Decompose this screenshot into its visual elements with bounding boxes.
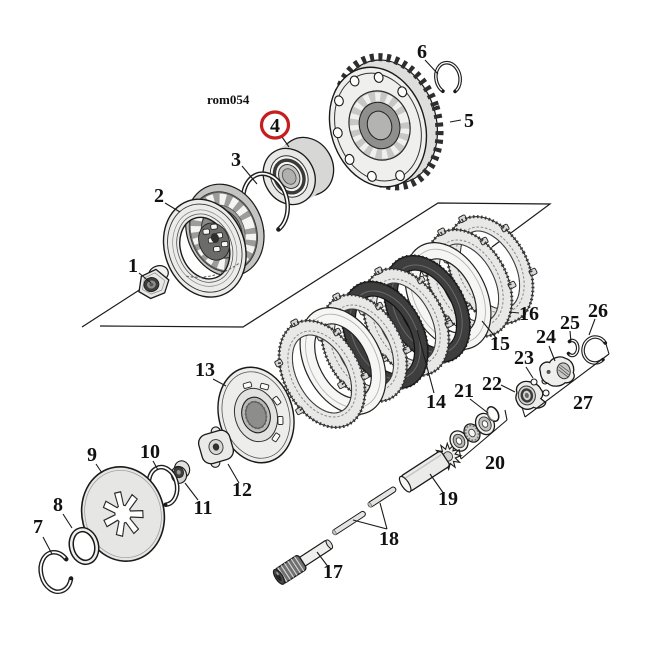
part-label-25: 25 [560,312,580,334]
leader-12 [227,463,240,484]
part-label-10: 10 [140,441,160,463]
shell-bolt-holes [332,71,408,182]
part-12-release-plate [197,426,235,468]
leader-19 [429,473,445,495]
part-label-1: 1 [128,255,138,277]
part-label-8: 8 [53,494,63,516]
part-label-6: 6 [417,41,427,63]
leader-17 [316,551,330,569]
part-17-adjuster-screw [272,539,334,585]
leader-16 [508,311,520,314]
part-label-9: 9 [87,444,97,466]
part-21-washer [486,405,500,423]
part-label-20: 20 [485,452,505,474]
part-14-16-clutch-plate-stack [256,195,555,445]
leader-lines [42,59,596,569]
part-label-19: 19 [438,488,458,510]
part-label-5: 5 [464,110,474,132]
part-label-3: 3 [231,149,241,171]
leader-2 [164,202,181,213]
group-27-bracket [521,343,610,418]
part-label-26: 26 [588,300,608,322]
leader-3 [241,165,258,185]
leader-25 [569,330,572,343]
part-9-diaphragm-spring [80,466,166,562]
part-label-4: 4 [270,115,280,137]
part-label-21: 21 [454,380,474,402]
part-22-release-ramp [515,380,547,410]
leader-8 [62,513,73,529]
leader-4 [281,136,290,148]
leader-21 [469,398,489,414]
part-label-13: 13 [195,359,215,381]
leader-24 [548,345,556,362]
part-label-24: 24 [536,326,556,348]
part-13-pressure-plate [217,366,295,464]
leader-9 [95,463,103,474]
part-26-retaining-ring [581,335,608,365]
diagram-code: rom054 [207,92,250,107]
part-label-7: 7 [33,516,43,538]
part-label-22: 22 [482,373,502,395]
part-20-washer-set [449,412,496,452]
axis-line [81,286,145,328]
part-4-bearing [262,136,335,206]
part-2-clutch-hub [162,183,265,298]
part-label-15: 15 [490,333,510,355]
leader-22 [500,384,516,393]
leader-14 [416,329,435,394]
part-label-16: 16 [519,303,539,325]
leader-7 [42,536,53,555]
callout-labels: 1 2 3 4 5 6 7 8 9 10 11 12 13 14 15 16 1… [33,41,608,583]
part-label-27: 27 [573,392,593,414]
leader-13 [212,378,227,387]
part-19-pushrod-tube [398,441,463,493]
part-25-clip [566,338,580,358]
part-label-17: 17 [323,561,343,583]
leader-23 [525,366,534,379]
leader-11 [184,482,199,501]
part-18-pushrods [332,486,397,536]
leader-18 [352,502,388,530]
explosion-plane-outline [81,202,552,328]
leader-1 [138,272,152,284]
part-label-18: 18 [379,528,399,550]
hub-marking [186,262,240,278]
leader-5 [449,119,462,123]
part-label-2: 2 [154,185,164,207]
part-label-23: 23 [514,347,534,369]
part-1-nut [138,265,170,300]
part-7-snap-ring [38,549,74,595]
leader-15 [481,320,498,340]
part-6-retaining-ring [434,60,462,94]
leader-26 [588,318,596,336]
highlight-circle [259,110,291,140]
part-5-clutch-shell [328,53,444,191]
leader-10 [152,460,159,471]
part-8-washer [68,526,100,566]
part-label-11: 11 [194,497,213,519]
part-label-14: 14 [426,391,446,413]
part-24-ramp-plate [539,356,575,387]
leader-6 [424,59,439,75]
part-label-12: 12 [232,479,252,501]
group-20-bracket [458,409,508,460]
